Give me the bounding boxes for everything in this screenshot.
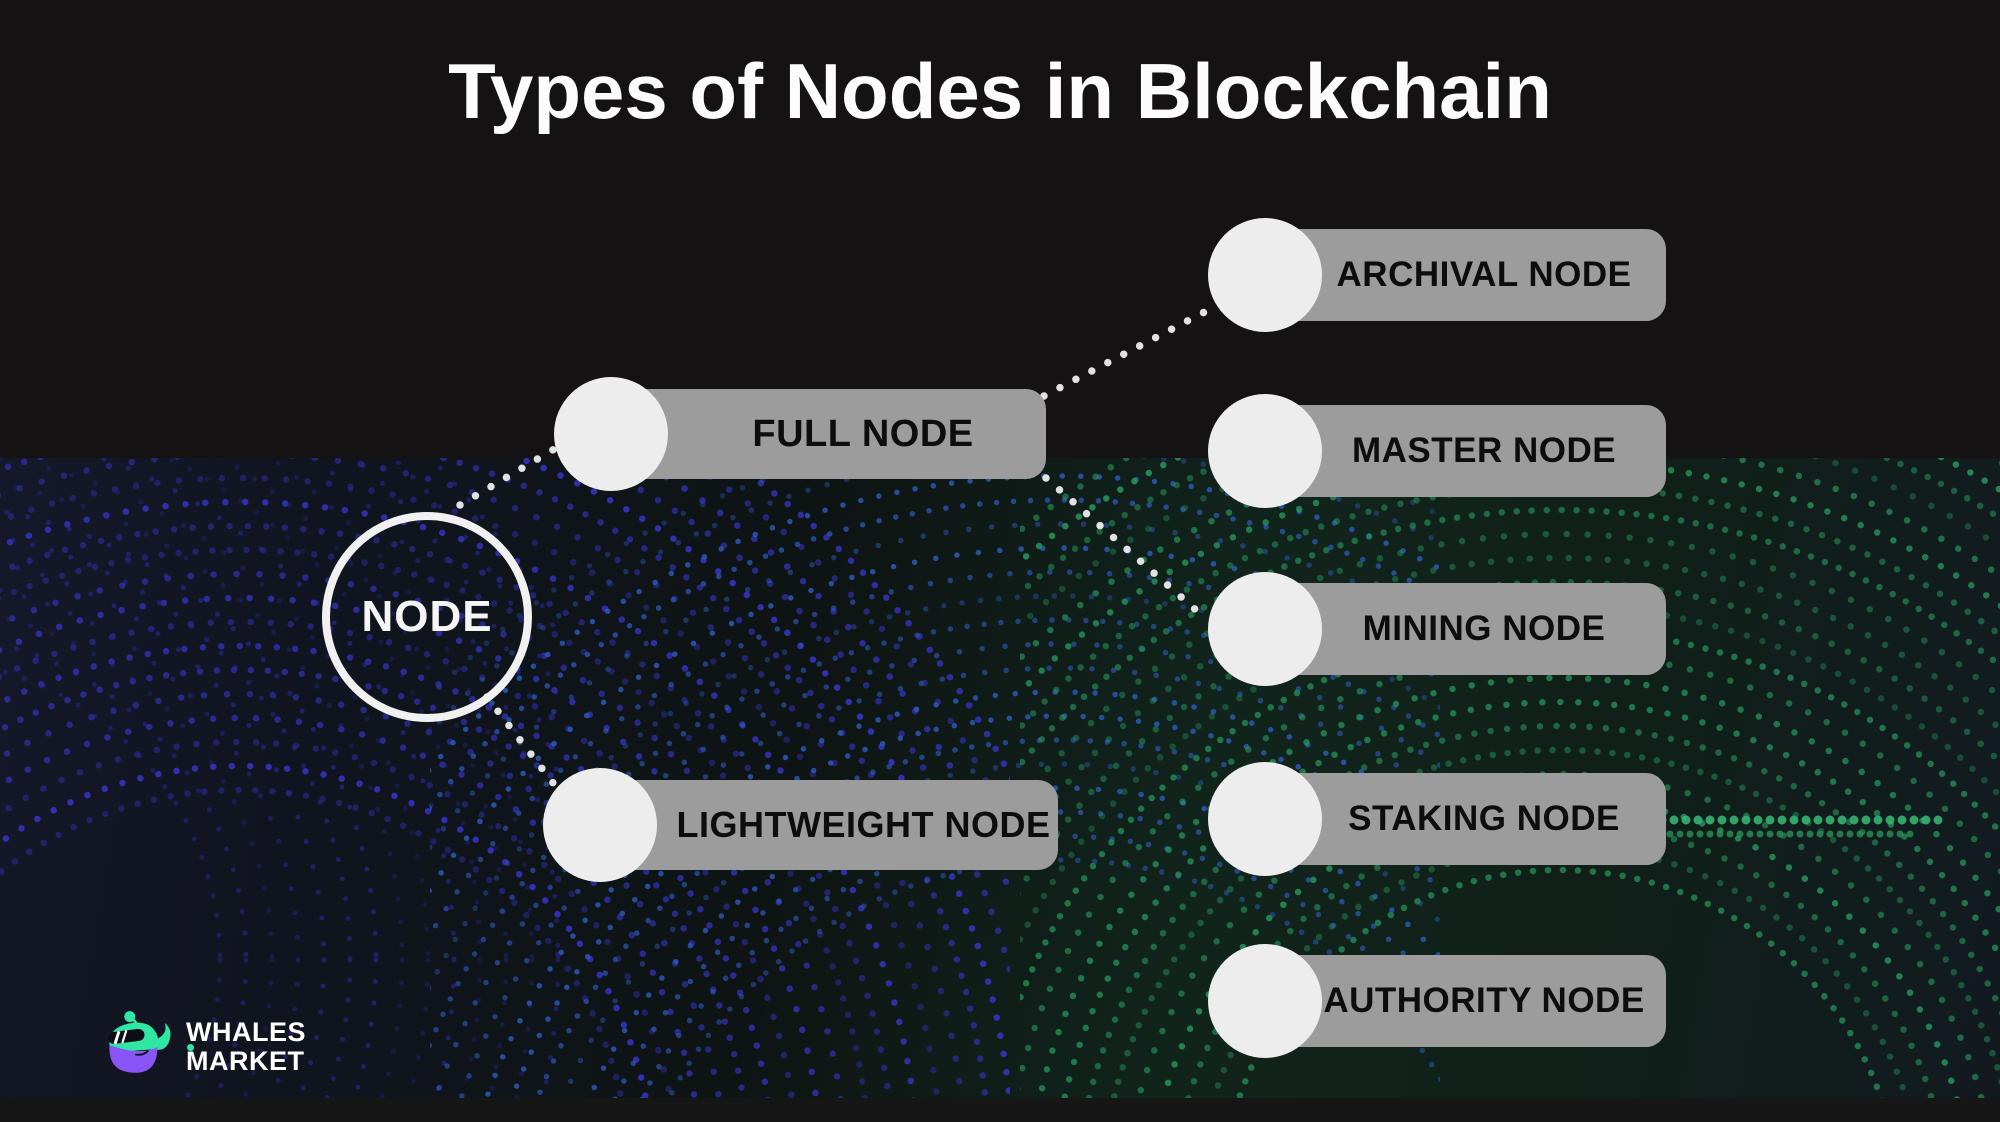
pill-mining-node: MINING NODE bbox=[1208, 572, 1666, 686]
pill-bar: FULL NODE bbox=[594, 389, 1046, 479]
bottom-strip bbox=[0, 1098, 2000, 1122]
pill-label: LIGHTWEIGHT NODE bbox=[676, 804, 1051, 845]
page-title: Types of Nodes in Blockchain bbox=[448, 47, 1552, 135]
logo-text-line2: MARKET bbox=[186, 1046, 305, 1076]
particle-wave-background bbox=[0, 458, 2000, 1098]
pill-label: FULL NODE bbox=[752, 412, 974, 455]
pill-label: AUTHORITY NODE bbox=[1323, 981, 1645, 1020]
pill-authority-node: AUTHORITY NODE bbox=[1208, 944, 1666, 1058]
pill-circle bbox=[554, 377, 668, 491]
logo-text-line1: WHALES bbox=[186, 1017, 306, 1047]
pill-circle bbox=[1208, 394, 1322, 508]
pill-circle bbox=[543, 768, 657, 882]
root-node-circle: NODE bbox=[322, 512, 532, 722]
pill-circle bbox=[1208, 572, 1322, 686]
pill-archival-node: ARCHIVAL NODE bbox=[1208, 218, 1666, 332]
pill-circle bbox=[1208, 218, 1322, 332]
pill-lightweight-node: LIGHTWEIGHT NODE bbox=[543, 768, 1058, 882]
logo-accent-dot bbox=[187, 1044, 194, 1051]
pill-label: ARCHIVAL NODE bbox=[1336, 255, 1632, 294]
pill-staking-node: STAKING NODE bbox=[1208, 762, 1666, 876]
logo-text: WHALES MARKET bbox=[186, 1018, 306, 1076]
pill-label: MINING NODE bbox=[1362, 609, 1606, 648]
pill-bar: LIGHTWEIGHT NODE bbox=[583, 780, 1058, 870]
whale-icon bbox=[107, 1011, 171, 1073]
pill-label: MASTER NODE bbox=[1351, 431, 1617, 470]
pill-bar: AUTHORITY NODE bbox=[1246, 955, 1666, 1047]
connector-full-to-archival bbox=[1040, 302, 1220, 400]
pill-circle bbox=[1208, 944, 1322, 1058]
pill-full-node: FULL NODE bbox=[554, 377, 1046, 491]
whales-market-logo: WHALES MARKET bbox=[104, 1008, 306, 1086]
pill-label: STAKING NODE bbox=[1348, 799, 1620, 838]
root-node-label: NODE bbox=[361, 592, 493, 641]
pill-master-node: MASTER NODE bbox=[1208, 394, 1666, 508]
pill-circle bbox=[1208, 762, 1322, 876]
